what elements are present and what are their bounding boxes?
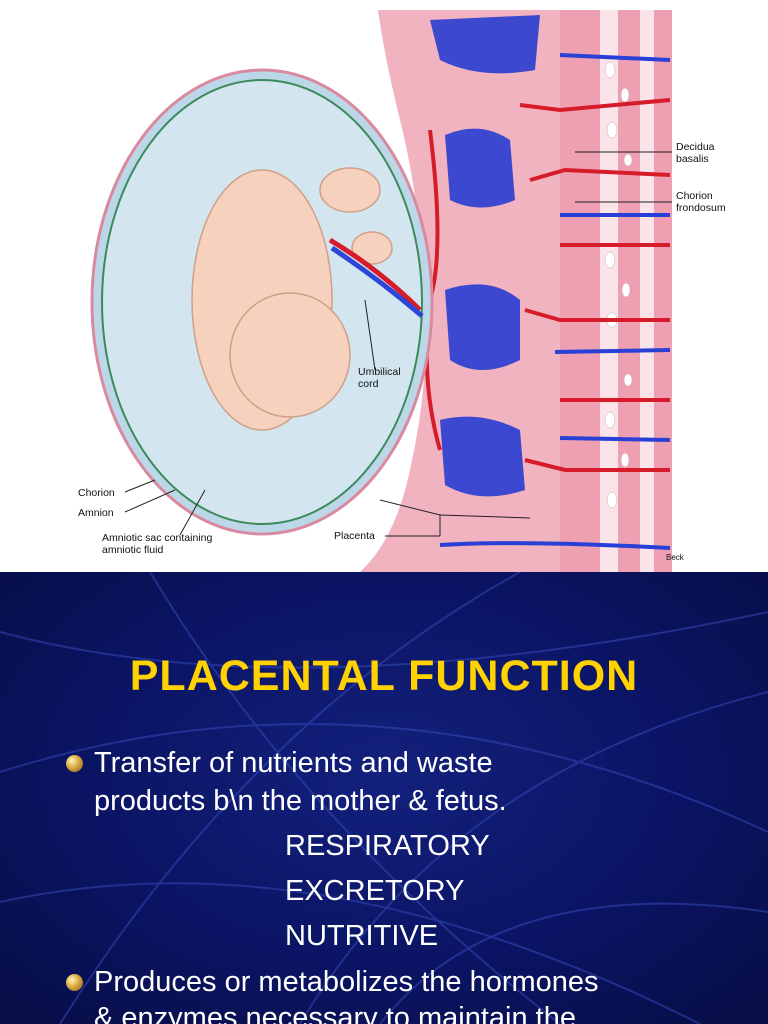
label-chorion-frondosum: Chorion frondosum [676,190,726,214]
bullet-2-line-1: Produces or metabolizes the hormones [94,966,599,998]
label-amnion: Amnion [78,507,114,519]
slide-title: PLACENTAL FUNCTION [129,652,639,700]
endometrial-veins [439,53,671,550]
slide-panel: PLACENTAL FUNCTION Transfer of nutrients… [0,572,768,1024]
function-respiratory: RESPIRATORY [285,830,490,862]
placenta-illustration: Decidua basalis Chorion frondosum Umbili… [0,0,768,572]
leader-lines [124,151,672,537]
fetus [191,167,393,431]
placenta-diagram [90,10,672,572]
label-chorion: Chorion [78,487,115,499]
bullet-1-line-2: products b\n the mother & fetus. [94,785,507,817]
label-decidua-basalis: Decidua basalis [676,141,715,165]
intervillous-spaces [430,15,540,497]
bullet-icon [66,755,83,772]
slide-background-pattern [0,572,768,1024]
function-excretory: EXCRETORY [285,875,465,907]
umbilical-cord [328,237,424,318]
chorion-membrane [90,68,434,536]
function-nutritive: NUTRITIVE [285,920,439,952]
bullet-1-line-1: Transfer of nutrients and waste [94,747,493,779]
artist-credit: Beck [666,553,684,562]
myometrium-stripes [600,10,654,572]
label-amniotic-sac: Amniotic sac containing amniotic fluid [102,532,213,556]
label-placenta: Placenta [334,530,375,542]
bullet-2-line-2: & enzymes necessary to maintain the [94,1002,576,1024]
label-umbilical-cord: Umbilical cord [358,366,401,390]
bullet-icon [66,974,83,991]
